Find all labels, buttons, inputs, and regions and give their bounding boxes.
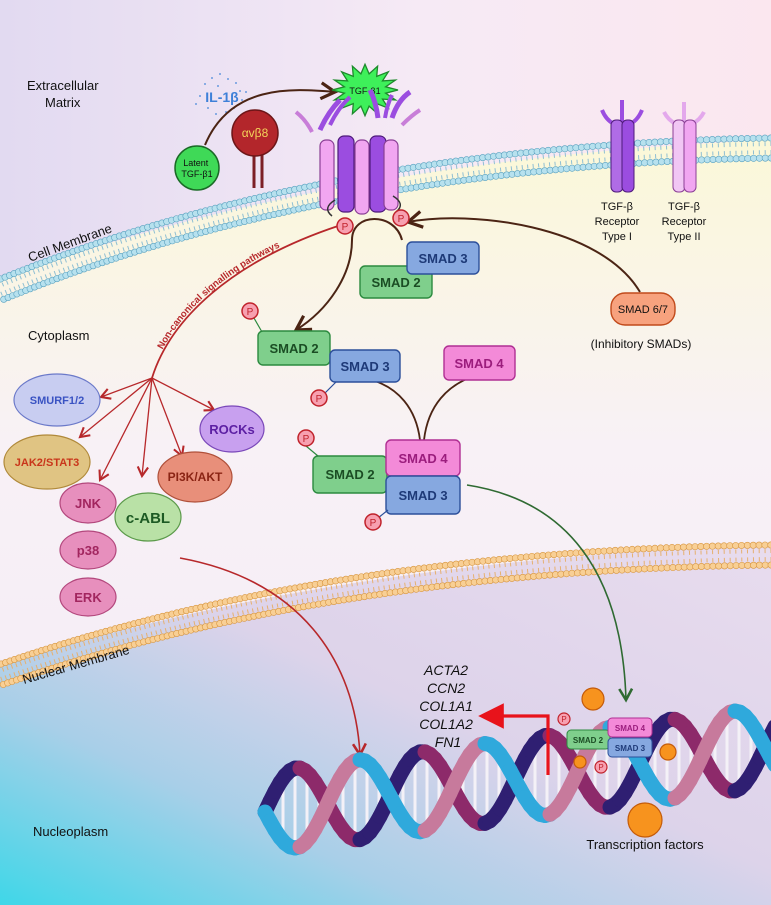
integrin-avb8: αvβ8 [231,109,279,188]
smad67-inhibition-arrow [404,210,641,293]
node-erk: ERK [59,577,117,617]
nuclear-translocation-arrow [466,484,634,703]
receptor-phosphate-2: P [392,209,410,227]
extracellular-matrix-label: Extracellular Matrix [27,78,102,110]
svg-text:SMAD 3: SMAD 3 [615,744,646,753]
node-p38: p38 [59,530,117,570]
svg-text:SMAD 3: SMAD 3 [398,488,447,503]
nucleoplasm-label: Nucleoplasm [33,824,108,839]
activation-arrow [204,81,339,146]
smad-activation-arrow [293,218,403,332]
non-canonical-pathway-arrow [151,225,339,379]
svg-text:P: P [247,307,254,318]
integrin-label: αvβ8 [242,126,269,140]
latent-tgfb1: Latent TGF-β1 [174,145,220,191]
svg-text:SMURF1/2: SMURF1/2 [30,395,84,407]
receptor-phosphate-1: P [336,217,354,235]
svg-text:SMAD 4: SMAD 4 [615,724,646,733]
il1b-label: IL-1β [205,89,239,105]
tgfb-receptor-complex [294,88,422,217]
node-cabl: c-ABL [114,492,182,542]
node-jak2stat3: JAK2/STAT3 [3,434,91,490]
tgfb1-active-ligand: TGF-β1 [331,62,399,118]
svg-text:P: P [316,394,323,405]
node-jnk: JNK [59,482,117,524]
node-rocks: ROCKs [199,405,265,453]
svg-text:P: P [303,434,310,445]
svg-text:SMAD 2: SMAD 2 [371,275,420,290]
nucleus-background [0,545,771,905]
svg-text:SMAD 2: SMAD 2 [573,736,604,745]
svg-text:SMAD 3: SMAD 3 [340,359,389,374]
svg-text:SMAD 2: SMAD 2 [269,341,318,356]
svg-text:P: P [370,518,377,529]
svg-text:SMAD 4: SMAD 4 [454,356,504,371]
tgfb1-label: TGF-β1 [349,86,380,96]
svg-text:ROCKs: ROCKs [209,422,255,437]
gene-expression-arrow [478,703,550,775]
svg-text:Latent TGF-β1: Latent TGF-β1 [181,158,212,179]
phospho-smad3: SMAD 3 P [310,349,401,407]
svg-text:SMAD 3: SMAD 3 [418,251,467,266]
svg-text:ERK: ERK [74,590,102,605]
pathway-branches [78,377,216,482]
svg-text:SMAD 6/7: SMAD 6/7 [618,304,668,316]
svg-text:P: P [598,763,603,772]
svg-text:P: P [561,715,566,724]
svg-text:SMAD 4: SMAD 4 [398,451,448,466]
transcription-factors-label: Transcription factors [586,837,704,852]
nuclear-membrane [0,541,771,688]
svg-text:p38: p38 [77,543,99,558]
dna-bound-smad-complex: P P SMAD 2 SMAD 4 SMAD 3 [557,687,677,838]
dna-double-helix [257,703,771,856]
smad4-free: SMAD 4 [443,345,516,381]
smad3-inactive: SMAD 3 [406,241,480,275]
target-gene-list: ACTA2 CCN2 COL1A1 COL1A2 FN1 [419,662,477,750]
node-smurf12: SMURF1/2 [13,373,101,427]
svg-text:PI3K/AKT: PI3K/AKT [168,470,223,484]
svg-text:P: P [398,214,405,225]
node-pi3kakt: PI3K/AKT [157,451,233,503]
phospho-smad2: P SMAD 2 [241,302,331,366]
svg-text:JNK: JNK [75,496,102,511]
complex-arrow-left [371,379,421,441]
svg-text:P: P [342,222,349,233]
smad-complex: P SMAD 2 SMAD 4 SMAD 3 P [297,429,461,531]
cytoplasm-label: Cytoplasm [28,328,89,343]
svg-text:c-ABL: c-ABL [126,510,170,527]
smad67-inhibitory: SMAD 6/7 [610,292,676,326]
svg-text:JAK2/STAT3: JAK2/STAT3 [15,457,79,469]
noncanonical-to-nucleus-arrow [179,557,367,758]
svg-text:SMAD 2: SMAD 2 [325,467,374,482]
inhibitory-smads-label: (Inhibitory SMADs) [591,337,692,351]
